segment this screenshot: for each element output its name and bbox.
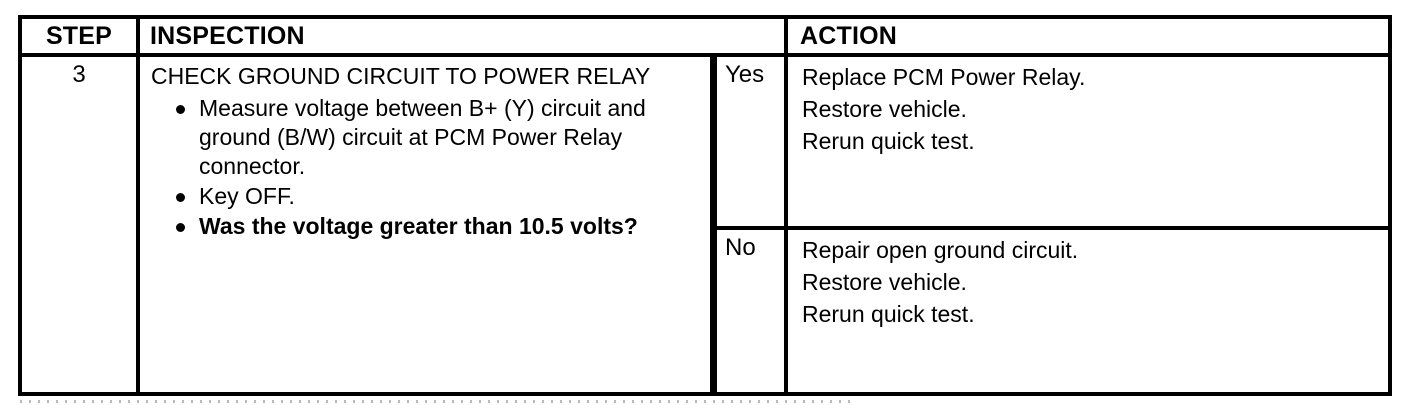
column-header-step: STEP xyxy=(22,19,140,53)
inspection-bullet-item-question: Was the voltage greater than 10.5 volts? xyxy=(151,212,710,241)
inspection-bullet-text: Measure voltage between B+ (Y) circuit a… xyxy=(199,95,646,179)
table-header-row: STEP INSPECTION ACTION xyxy=(22,19,1388,57)
column-header-action: ACTION xyxy=(788,19,1388,53)
inspection-bullet-item: Measure voltage between B+ (Y) circuit a… xyxy=(151,94,710,181)
column-header-inspection-label: INSPECTION xyxy=(150,21,305,50)
inspection-bullet-text: Key OFF. xyxy=(199,183,295,209)
action-line: Rerun quick test. xyxy=(802,128,975,154)
table-body: 3 CHECK GROUND CIRCUIT TO POWER RELAY Me… xyxy=(22,57,1388,392)
inspection-cell: CHECK GROUND CIRCUIT TO POWER RELAY Meas… xyxy=(140,57,713,392)
column-header-step-label: STEP xyxy=(45,21,113,50)
step-number: 3 xyxy=(72,61,86,88)
action-cell-yes: Replace PCM Power Relay. Restore vehicle… xyxy=(788,57,1388,230)
action-cell-no: Repair open ground circuit. Restore vehi… xyxy=(788,230,1388,392)
action-line: Replace PCM Power Relay. xyxy=(802,64,1086,90)
inspection-title: CHECK GROUND CIRCUIT TO POWER RELAY xyxy=(151,63,651,89)
column-header-inspection: INSPECTION xyxy=(140,19,788,53)
scan-artifact xyxy=(20,400,850,403)
action-line: Restore vehicle. xyxy=(802,269,967,295)
action-line: Rerun quick test. xyxy=(802,301,975,327)
diagnostic-table: STEP INSPECTION ACTION 3 CHECK GROUND CI… xyxy=(18,15,1392,396)
step-cell: 3 xyxy=(22,57,140,392)
column-header-action-label: ACTION xyxy=(800,21,898,50)
branch-label-yes: Yes xyxy=(717,57,784,230)
action-column: Replace PCM Power Relay. Restore vehicle… xyxy=(788,57,1388,392)
inspection-bullet-item: Key OFF. xyxy=(151,182,710,211)
branch-label-no: No xyxy=(725,234,756,261)
branch-column: Yes No xyxy=(713,57,788,392)
inspection-bullet-list: Measure voltage between B+ (Y) circuit a… xyxy=(151,94,710,241)
action-line: Restore vehicle. xyxy=(802,96,967,122)
action-line: Repair open ground circuit. xyxy=(802,237,1079,263)
inspection-bullet-text: Was the voltage greater than 10.5 volts? xyxy=(199,213,638,239)
